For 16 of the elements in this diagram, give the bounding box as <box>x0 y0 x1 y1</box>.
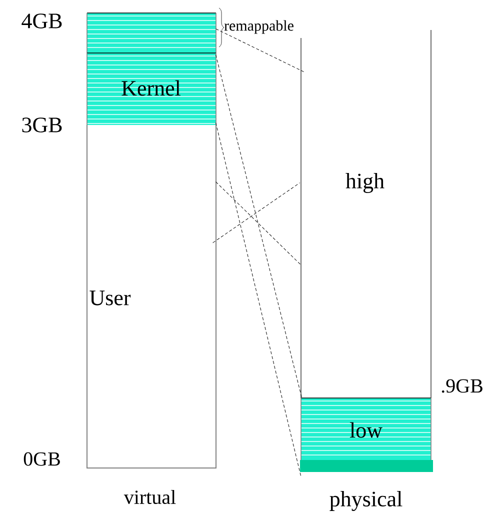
axis-label: remappable <box>224 20 294 34</box>
axis-label: 0GB <box>24 452 60 466</box>
mapping-line <box>216 182 302 266</box>
axis-label: 3GB <box>22 118 62 132</box>
memory-bar <box>300 460 433 472</box>
mapping-line <box>216 122 302 476</box>
mapping-line <box>212 182 300 244</box>
high-memory-region: high <box>300 30 432 398</box>
axis-label: physical <box>330 491 402 512</box>
mapping-line <box>216 28 304 72</box>
user-region: User <box>86 124 216 468</box>
remappable-region <box>86 12 216 54</box>
axis-label: virtual <box>124 490 176 504</box>
mapping-line <box>216 54 302 398</box>
axis-label: 4GB <box>22 14 62 28</box>
axis-label: .9GB <box>442 379 482 393</box>
